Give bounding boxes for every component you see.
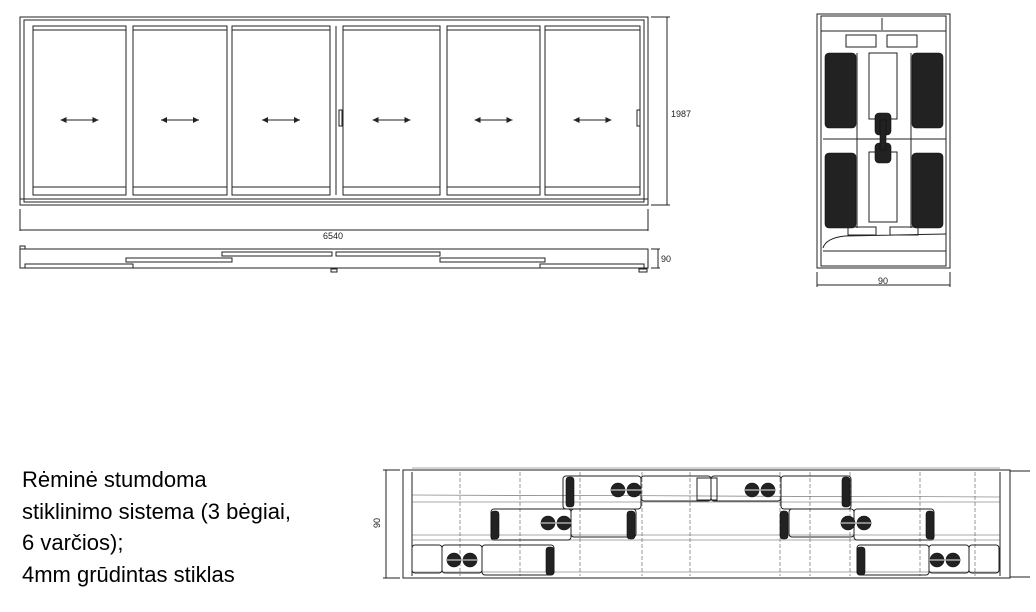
sash-profile (968, 544, 1000, 574)
outer-frame (19, 16, 649, 206)
sash-profile (780, 475, 852, 510)
arrow-head-right-icon (193, 117, 199, 123)
height-dimension: 1987 (651, 16, 691, 206)
height-dim-label: 1987 (671, 109, 691, 119)
arrow-head-right-icon (605, 117, 612, 123)
sash-profile (411, 544, 443, 574)
gasket (779, 510, 789, 540)
sash-profile (481, 544, 555, 576)
gasket (490, 510, 500, 540)
sash-panel (544, 25, 641, 196)
width-dimension: 6540 (19, 209, 649, 241)
vertical-section: 90 (816, 13, 951, 287)
arrow-head-left-icon (262, 117, 268, 123)
gasket (856, 546, 866, 576)
sash-profile (856, 544, 930, 576)
gasket (626, 510, 636, 540)
sash-profile (640, 475, 712, 502)
plan-depth-label: 90 (661, 254, 671, 264)
description-line: stiklinimo sistema (3 bėgiai, (22, 498, 291, 524)
arrow-head-left-icon (474, 117, 481, 123)
arrow-head-left-icon (372, 117, 379, 123)
section-width-label: 90 (878, 276, 888, 286)
arrow-head-right-icon (294, 117, 300, 123)
horizontal-section: 90 (372, 467, 1030, 579)
gasket (565, 476, 575, 508)
gasket (925, 510, 935, 540)
interlock-profile (696, 477, 718, 501)
arrow-head-left-icon (161, 117, 167, 123)
sash-panel (32, 25, 127, 196)
handle-icon (338, 109, 343, 127)
sash-panel (342, 25, 441, 196)
arrow-head-right-icon (506, 117, 513, 123)
arrow-head-right-icon (404, 117, 411, 123)
description-line: Rėminė stumdoma (22, 467, 207, 492)
description-line: 6 varčios); (22, 530, 124, 555)
sash-panel (231, 25, 331, 196)
front-elevation (19, 16, 649, 206)
section-depth-label: 90 (372, 518, 382, 528)
sash-panel (446, 25, 541, 196)
arrow-head-left-icon (573, 117, 580, 123)
arrow-head-left-icon (60, 117, 67, 123)
gasket (841, 476, 851, 508)
inner-frame (23, 19, 645, 203)
description-line: 4mm grūdintas stiklas (22, 561, 235, 587)
plan-view: 90 (19, 245, 671, 273)
track-line (411, 494, 1001, 498)
sash-panel (132, 25, 228, 196)
handle-icon (636, 109, 641, 127)
gasket (545, 546, 555, 576)
arrow-head-right-icon (92, 117, 99, 123)
width-dim-label: 6540 (323, 231, 343, 241)
system-description: Rėminė stumdoma stiklinimo sistema (3 bė… (22, 464, 291, 590)
sash-profile (570, 508, 637, 538)
